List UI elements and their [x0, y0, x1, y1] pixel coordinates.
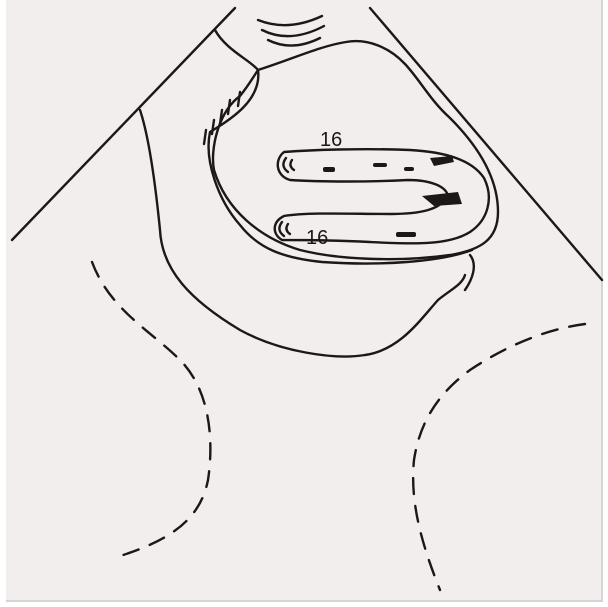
tissue-right-contour: [465, 255, 474, 290]
sector-right-edge: [370, 8, 602, 280]
probe-arcs: [258, 16, 324, 46]
limb-buds: [279, 158, 294, 236]
lower-label: 16: [306, 227, 328, 249]
left-dashed-structure: [92, 262, 210, 556]
upper-label: 16: [320, 129, 342, 151]
echo-specks: [323, 156, 462, 237]
tissue-left-contour: [140, 110, 465, 356]
sector-left-edge: [12, 8, 235, 240]
right-dashed-structure: [413, 324, 585, 590]
